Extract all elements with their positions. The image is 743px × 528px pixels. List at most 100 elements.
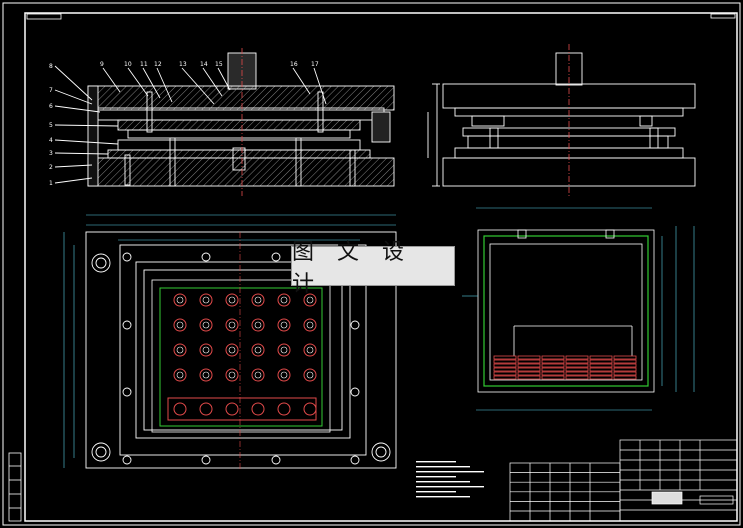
corner-tag (26, 13, 62, 20)
slot (493, 375, 517, 380)
slot (541, 363, 565, 368)
item-number-label: 8 (49, 63, 53, 70)
slot (541, 371, 565, 376)
slot (517, 359, 541, 364)
punch-hole (225, 343, 239, 357)
punch-hole (277, 368, 291, 382)
slot (589, 363, 613, 368)
item-number-label: 1 (49, 180, 53, 187)
punch-hole-center (280, 371, 288, 379)
punch-hole (303, 368, 317, 382)
slot (493, 359, 517, 364)
item-number-label: 11 (140, 61, 148, 68)
punch-hole-red (251, 402, 265, 416)
corner-screw-hole-inner (95, 257, 107, 269)
fixing-hole (201, 252, 211, 262)
punch-hole-center (176, 321, 184, 329)
slot (589, 367, 613, 372)
item-number-label: 3 (49, 150, 53, 157)
note-line (416, 491, 456, 493)
corner-screw-hole-inner (95, 446, 107, 458)
fixing-hole (122, 387, 132, 397)
slot (493, 355, 517, 360)
plan-red-strip (167, 397, 317, 421)
slot (613, 375, 637, 380)
slot (565, 375, 589, 380)
part-red-slots (493, 355, 637, 380)
slot (493, 363, 517, 368)
punch-hole-center (176, 296, 184, 304)
corner-screw-hole (91, 442, 111, 462)
notes-block (416, 461, 484, 498)
section-view (54, 52, 395, 187)
punch-hole (225, 368, 239, 382)
punch-hole (277, 343, 291, 357)
punch-hole (303, 318, 317, 332)
punch-hole-center (228, 296, 236, 304)
slot (517, 363, 541, 368)
punch-hole (173, 293, 187, 307)
corner-screw-hole (91, 253, 111, 273)
slot (589, 359, 613, 364)
note-line (416, 481, 470, 483)
slot (589, 371, 613, 376)
item-number-label: 10 (124, 61, 132, 68)
slot (541, 375, 565, 380)
plan-inner-green (159, 287, 323, 427)
punch-hole-center (176, 371, 184, 379)
punch-hole-red (225, 402, 239, 416)
note-line (416, 496, 470, 498)
note-line (416, 466, 470, 468)
slot (541, 355, 565, 360)
punch-hole (225, 293, 239, 307)
slot (517, 371, 541, 376)
slot (493, 367, 517, 372)
punch-hole-center (280, 321, 288, 329)
note-line (416, 476, 456, 478)
punch-hole (199, 343, 213, 357)
punch-hole-center (306, 321, 314, 329)
fixing-hole (201, 455, 211, 465)
punch-hole (173, 343, 187, 357)
slot (517, 355, 541, 360)
watermark-text: 图 文 设 计 (292, 240, 412, 297)
corner-screw-hole-inner (375, 446, 387, 458)
fixing-hole (350, 320, 360, 330)
fixing-hole (271, 455, 281, 465)
punch-hole-center (254, 371, 262, 379)
note-line (416, 471, 484, 473)
punch-hole-center (228, 321, 236, 329)
punch-hole (277, 318, 291, 332)
top-right-tag (710, 13, 736, 19)
punch-hole-center (306, 371, 314, 379)
item-number-label: 2 (49, 164, 53, 171)
punch-hole-array (173, 293, 317, 416)
slot (565, 355, 589, 360)
inner-frame (24, 12, 738, 522)
punch-hole (303, 343, 317, 357)
slot (517, 375, 541, 380)
item-number-label: 14 (200, 61, 208, 68)
fixing-hole (350, 387, 360, 397)
punch-hole-center (228, 371, 236, 379)
item-number-label: 12 (154, 61, 162, 68)
fixing-hole (271, 252, 281, 262)
punch-hole (251, 318, 265, 332)
slot (541, 359, 565, 364)
item-number-label: 9 (100, 61, 104, 68)
punch-hole-center (202, 296, 210, 304)
punch-hole (173, 318, 187, 332)
punch-hole (251, 293, 265, 307)
punch-hole-center (202, 371, 210, 379)
punch-hole (173, 368, 187, 382)
slot (493, 371, 517, 376)
punch-hole (277, 293, 291, 307)
slot (565, 359, 589, 364)
punch-hole-red (199, 402, 213, 416)
punch-hole (225, 318, 239, 332)
watermark-stamp: 图 文 设 计 (291, 240, 455, 297)
slot (589, 355, 613, 360)
punch-hole-center (254, 321, 262, 329)
